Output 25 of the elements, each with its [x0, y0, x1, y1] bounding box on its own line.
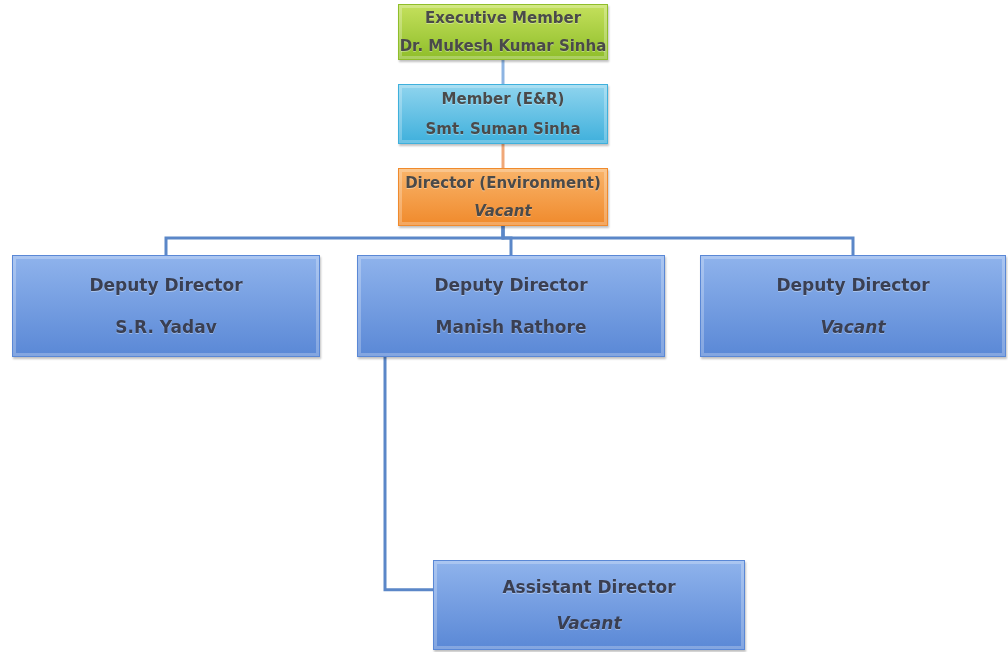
person-name: Vacant — [556, 613, 622, 633]
role-title: Director (Environment) — [405, 174, 601, 192]
person-name: Smt. Suman Sinha — [425, 120, 581, 138]
connector-line — [501, 60, 505, 84]
connector-line — [383, 357, 433, 592]
role-title: Deputy Director — [434, 275, 588, 295]
connector-line — [501, 226, 855, 255]
org-box — [700, 255, 1006, 357]
org-box — [357, 255, 665, 357]
org-box — [398, 168, 608, 226]
role-title: Executive Member — [424, 9, 582, 27]
person-name: Vacant — [474, 202, 532, 220]
role-title: Deputy Director — [776, 275, 930, 295]
person-name: Dr. Mukesh Kumar Sinha — [399, 37, 607, 55]
role-title: Member (E&R) — [441, 90, 565, 108]
org-box — [398, 84, 608, 144]
org-box — [12, 255, 320, 357]
person-name: Manish Rathore — [435, 317, 587, 337]
connector-line — [501, 144, 505, 168]
org-box — [433, 560, 745, 650]
org-box — [398, 4, 608, 60]
person-name: S.R. Yadav — [115, 317, 217, 337]
role-title: Deputy Director — [89, 275, 243, 295]
role-title: Assistant Director — [502, 577, 676, 597]
person-name: Vacant — [820, 317, 886, 337]
